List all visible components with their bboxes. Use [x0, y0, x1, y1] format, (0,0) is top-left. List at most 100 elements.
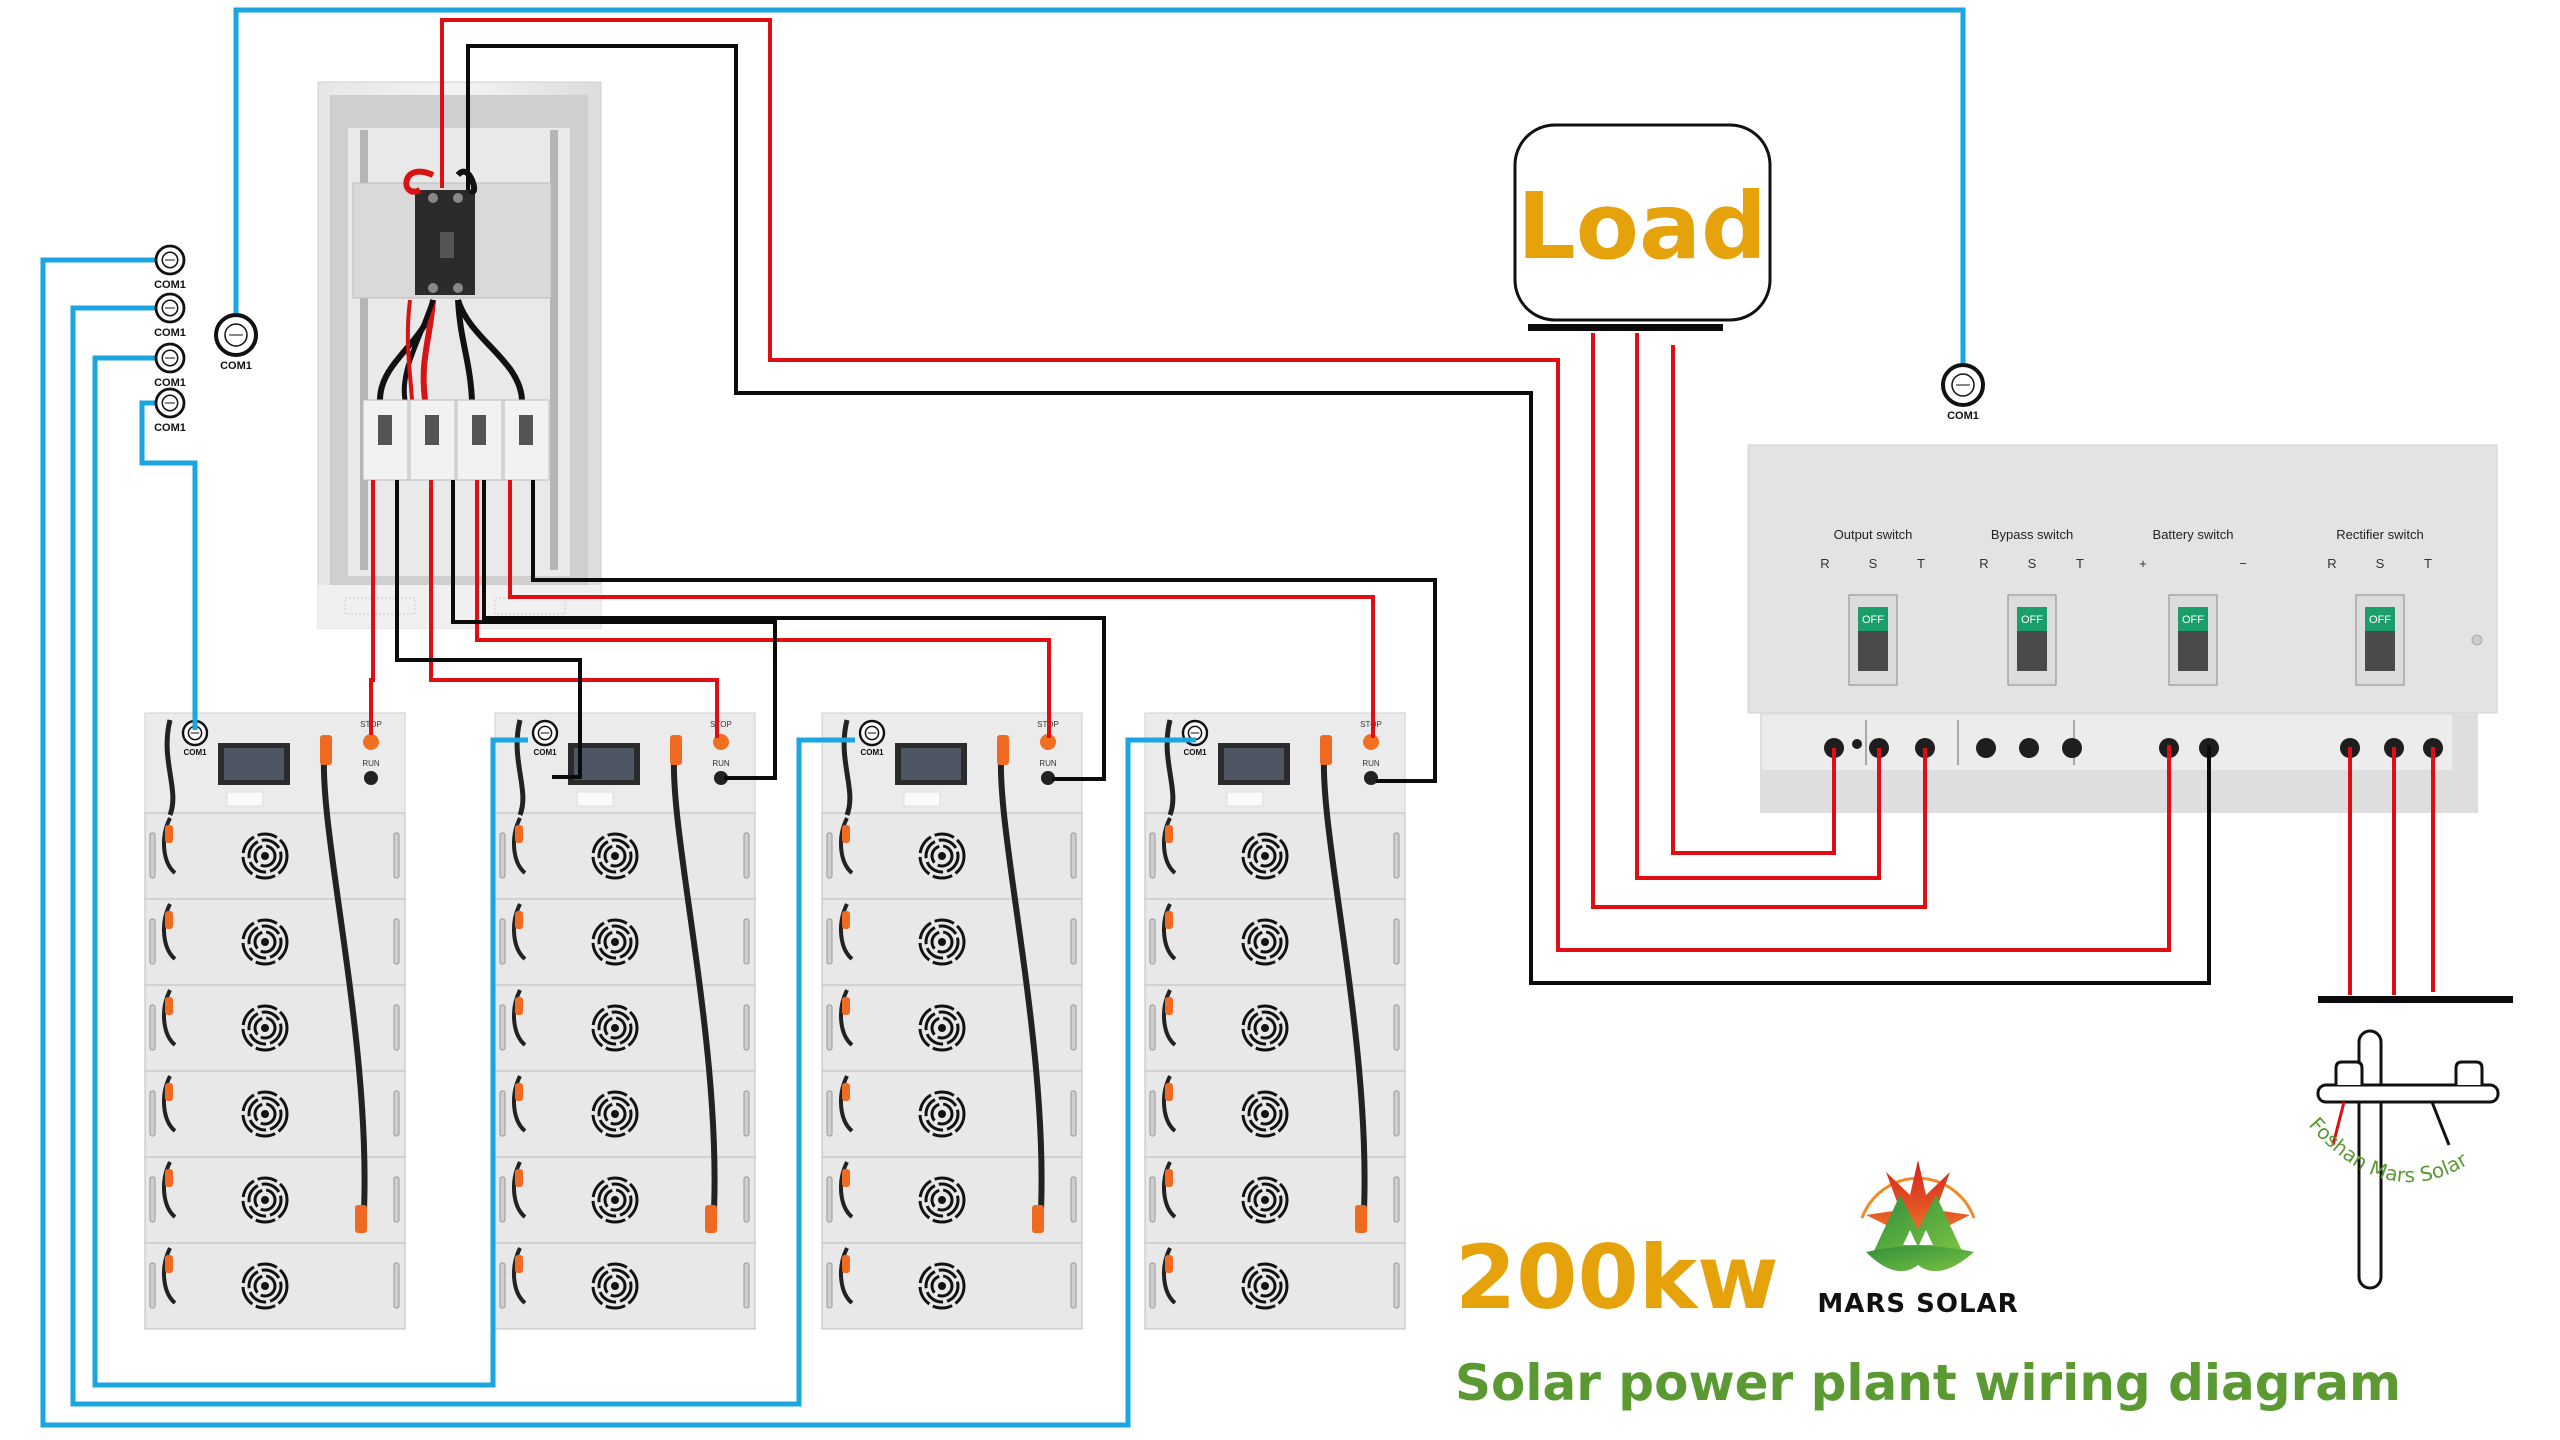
fan-icon [938, 1110, 946, 1118]
fan-icon [611, 852, 619, 860]
vent-grille [344, 597, 566, 615]
phase-label: + [2139, 556, 2147, 571]
battery-breaker-3[interactable] [456, 399, 503, 481]
dc-negative-wires [395, 44, 2211, 985]
com-port-main[interactable]: COM1 [214, 313, 258, 372]
run-button[interactable] [1364, 771, 1378, 785]
com-port-rack-3[interactable]: COM1 [858, 719, 886, 757]
main-breaker[interactable] [415, 190, 475, 295]
battery-module [144, 898, 406, 986]
com-label: COM1 [1183, 748, 1207, 757]
battery-module [1144, 1242, 1406, 1330]
switch-state: OFF [2182, 614, 2204, 626]
wire-main-positive [440, 18, 2171, 952]
wire-rack2-negative [451, 480, 777, 780]
phase-label: S [2376, 556, 2385, 571]
com-label: COM1 [154, 279, 186, 291]
fan-icon [611, 1196, 619, 1204]
phase-label: R [1979, 556, 1988, 571]
battery-module [821, 1242, 1083, 1330]
switch-state: OFF [2021, 614, 2043, 626]
fan-icon [938, 1024, 946, 1032]
battery-module [1144, 984, 1406, 1072]
com-label: COM1 [1947, 410, 1979, 422]
rack-main-cable [670, 744, 718, 1231]
stop-button[interactable] [1040, 734, 1056, 750]
phase-label: T [1917, 556, 1925, 571]
run-button[interactable] [364, 771, 378, 785]
switch-state: OFF [2369, 614, 2391, 626]
phase-label: R [2327, 556, 2336, 571]
load-box: Load [1513, 123, 1772, 331]
fan-icon [1261, 1110, 1269, 1118]
battery-breaker-1[interactable] [362, 399, 409, 481]
power-rating: 200kw [1455, 1226, 1779, 1329]
wire-output-s [1635, 333, 1881, 880]
wire-output-r [1671, 345, 1836, 855]
com-port-inverter[interactable]: COM1 [1941, 363, 1985, 422]
wire-com-rack4 [139, 400, 198, 730]
com-label: COM1 [533, 748, 557, 757]
rack-main-cable [1320, 744, 1368, 1231]
stop-label: STOP [710, 720, 732, 729]
phase-label: R [1820, 556, 1829, 571]
battery-module [821, 984, 1083, 1072]
run-button[interactable] [1041, 771, 1055, 785]
run-label: RUN [1039, 759, 1057, 768]
fan-icon [1261, 1282, 1269, 1290]
rack-main-cable [997, 744, 1045, 1231]
com-port-rack-2[interactable]: COM1 [531, 719, 559, 757]
fan-icon [261, 1196, 269, 1204]
load-busbar [1528, 324, 1723, 331]
com-label: COM1 [860, 748, 884, 757]
fan-icon [261, 938, 269, 946]
com-label: COM1 [154, 422, 186, 434]
phase-label: S [2028, 556, 2037, 571]
grid-input-wires [2318, 747, 2513, 1003]
com-label: COM1 [154, 377, 186, 389]
fan-icon [261, 1282, 269, 1290]
switch-label: Bypass switch [1991, 527, 2073, 542]
run-button[interactable] [714, 771, 728, 785]
battery-module [494, 984, 756, 1072]
battery-module [494, 1242, 756, 1330]
switch-battery-switch[interactable]: Battery switch+−OFF [2139, 527, 2247, 686]
ac-output-wires [1591, 333, 1927, 909]
switch-state: OFF [1862, 614, 1884, 626]
phase-label: T [2424, 556, 2432, 571]
diagram-subtitle: Solar power plant wiring diagram [1455, 1354, 2401, 1412]
switch-label: Rectifier switch [2336, 527, 2423, 542]
battery-module [494, 812, 756, 900]
wire-output-t [1591, 333, 1927, 909]
com-port-hub-3[interactable]: COM1 [154, 342, 186, 389]
com-label: COM1 [220, 360, 252, 372]
battery-breakers [362, 399, 550, 481]
watermark-text: Foshan Mars Solar [2304, 1112, 2472, 1187]
com-port-hub-2[interactable]: COM1 [154, 292, 186, 339]
wire-rack1-negative [395, 480, 582, 779]
wire-rack3-positive [475, 480, 1051, 738]
battery-module [1144, 898, 1406, 986]
battery-module [1144, 812, 1406, 900]
wire-rack4-positive [508, 480, 1375, 738]
wire-com-rack2 [70, 305, 855, 1407]
battery-module [144, 812, 406, 900]
stop-button[interactable] [363, 734, 379, 750]
battery-breaker-2[interactable] [409, 399, 456, 481]
wire-rack3-negative [482, 480, 1106, 781]
com-port-hub-1[interactable]: COM1 [154, 244, 186, 291]
com-port-hub-4[interactable]: COM1 [154, 387, 186, 434]
run-label: RUN [1362, 759, 1380, 768]
battery-breaker-4[interactable] [503, 399, 550, 481]
battery-racks: COM1STOPRUNCOM1STOPRUNCOM1STOPRUNCOM1STO… [144, 712, 1406, 1330]
load-label: Load [1517, 173, 1767, 280]
